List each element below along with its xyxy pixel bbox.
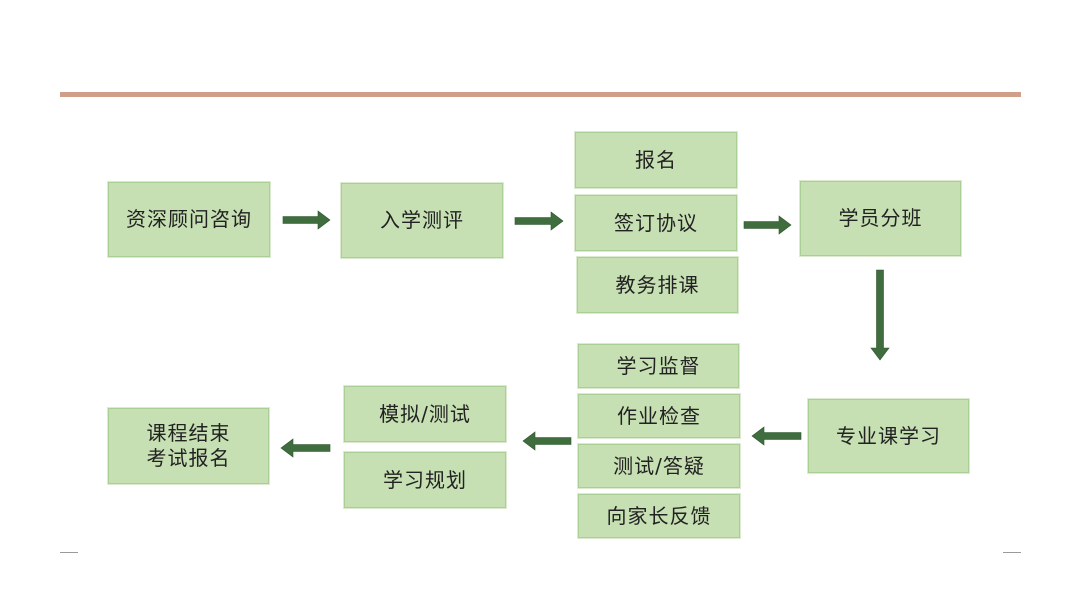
arrow-study-to-homework xyxy=(751,426,802,446)
node-classing: 学员分班 xyxy=(800,181,961,256)
arrow-sign-to-classing xyxy=(743,215,792,235)
top-divider-line xyxy=(60,92,1021,97)
node-parent-feedback-label: 向家长反馈 xyxy=(606,503,712,528)
node-major-study-label: 专业课学习 xyxy=(836,423,941,448)
node-major-study: 专业课学习 xyxy=(808,399,969,473)
arrow-classing-to-study xyxy=(870,269,890,361)
node-study-plan-label: 学习规划 xyxy=(383,467,467,492)
node-assess-label: 入学测评 xyxy=(380,208,464,232)
node-test-qa-label: 测试/答疑 xyxy=(613,453,705,478)
node-test-qa: 测试/答疑 xyxy=(578,444,740,488)
node-supervise: 学习监督 xyxy=(578,344,739,388)
node-register-label: 报名 xyxy=(635,147,677,172)
node-mock-test-label: 模拟/测试 xyxy=(379,401,471,426)
bottom-right-tick xyxy=(1003,552,1021,553)
node-consult-label: 资深顾问咨询 xyxy=(126,207,252,231)
node-study-plan: 学习规划 xyxy=(344,452,506,508)
node-finish-label: 课程结束 考试报名 xyxy=(146,421,231,470)
node-schedule: 教务排课 xyxy=(577,257,738,313)
node-schedule-label: 教务排课 xyxy=(615,272,700,297)
node-sign-label: 签订协议 xyxy=(614,210,698,235)
arrow-homework-to-mock xyxy=(522,431,572,451)
node-classing-label: 学员分班 xyxy=(838,206,923,230)
node-mock-test: 模拟/测试 xyxy=(344,386,506,442)
node-consult: 资深顾问咨询 xyxy=(108,182,270,257)
arrow-assess-to-sign xyxy=(514,211,564,231)
node-homework-label: 作业检查 xyxy=(617,403,701,428)
arrow-mock-to-finish xyxy=(280,438,331,458)
arrow-layer xyxy=(280,210,890,458)
node-register: 报名 xyxy=(575,132,737,188)
node-supervise-label: 学习监督 xyxy=(616,353,701,378)
node-finish: 课程结束 考试报名 xyxy=(108,408,269,484)
bottom-left-tick xyxy=(60,552,78,553)
node-parent-feedback: 向家长反馈 xyxy=(578,494,740,538)
node-homework: 作业检查 xyxy=(578,394,740,438)
node-sign: 签订协议 xyxy=(575,195,737,251)
arrow-consult-to-assess xyxy=(282,210,331,230)
node-assess: 入学测评 xyxy=(341,183,503,258)
